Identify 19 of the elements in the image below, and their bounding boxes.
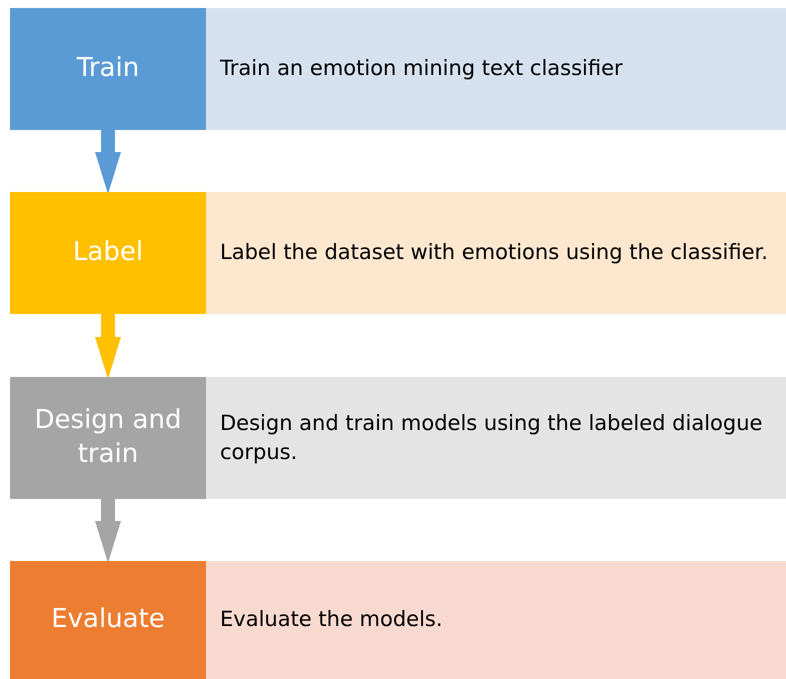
description-box — [206, 377, 786, 499]
step-description: Design and train models using the labeled dialogue corpus. — [220, 410, 764, 466]
step-label: Design and train — [34, 404, 182, 471]
arrow — [95, 499, 121, 563]
arrow — [95, 314, 121, 379]
arrow — [95, 130, 121, 194]
description-box — [206, 561, 786, 679]
step-label: Label — [72, 236, 144, 270]
step-label: Train — [76, 52, 140, 86]
step-box — [10, 8, 206, 130]
description-box — [206, 8, 786, 130]
step-box — [10, 192, 206, 314]
step-box — [10, 561, 206, 679]
step-description: Train an emotion mining text classifier — [220, 55, 623, 82]
description-box — [206, 192, 786, 314]
step-box — [10, 377, 206, 499]
step-description: Evaluate the models. — [220, 606, 443, 634]
step-description: Label the dataset with emotions using the classifier. — [220, 239, 768, 266]
step-label: Evaluate — [51, 603, 165, 636]
